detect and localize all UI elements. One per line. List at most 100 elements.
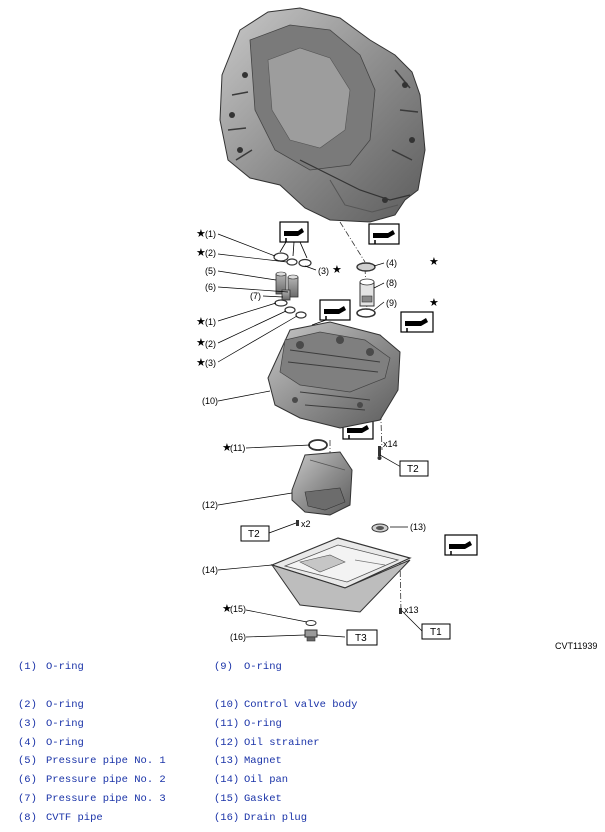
control-valve-body (267, 321, 401, 429)
torque-label: T2 (407, 464, 419, 475)
magnet (371, 523, 389, 533)
legend-part-name: Gasket (244, 793, 282, 805)
legend-part-name: Pressure pipe No. 1 (46, 755, 166, 767)
legend-item: (8) CVTF pipe (18, 812, 103, 824)
legend-number: (1) (18, 661, 37, 673)
legend-number: (3) (18, 718, 37, 730)
legend-part-name: Drain plug (244, 812, 308, 824)
legend-number: (8) (18, 812, 37, 824)
callout-1-upper: (1) (205, 229, 216, 239)
legend-item: (15) Gasket (214, 793, 282, 805)
legend-item: (5) Pressure pipe No. 1 (18, 755, 166, 767)
callout-1-lower: (1) (205, 317, 216, 327)
oil-pan-bolt (399, 608, 402, 614)
legend-number: (14) (214, 774, 240, 786)
pressure-pipes (275, 271, 299, 301)
callout-3-upper: (3) (318, 266, 329, 276)
torque-box-t2-upper: T2 (399, 460, 429, 477)
legend-item: (7)Pressure pipe No. 3 (18, 793, 166, 805)
callout-2-upper: (2) (205, 248, 216, 258)
legend-item: (11)O-ring (214, 718, 282, 730)
legend-number: (5) (18, 755, 37, 767)
legend-number: (16) (214, 812, 240, 824)
torque-box-t2-lower: T2 (240, 525, 270, 542)
torque-label: T2 (248, 529, 260, 540)
callout-3-lower: (3) (205, 358, 216, 368)
parts-legend: (1)O-ring(2)O-ring(3)O-ring(4)O-ring(5)P… (0, 655, 605, 832)
star-marker: ★ (222, 441, 232, 454)
apply-fluid-icon (319, 299, 351, 321)
star-marker: ★ (196, 227, 206, 240)
callout-5: (5) (205, 266, 216, 276)
torque-label: T3 (355, 633, 367, 644)
legend-number: (12) (214, 737, 240, 749)
legend-item: (13) Magnet (214, 755, 282, 767)
star-marker: ★ (429, 255, 439, 268)
legend-number: (11) (214, 718, 240, 730)
callout-9: (9) (386, 298, 397, 308)
star-marker: ★ (429, 296, 439, 309)
legend-item: (3) O-ring (18, 718, 84, 730)
star-marker: ★ (332, 263, 342, 276)
callout-2-lower: (2) (205, 339, 216, 349)
legend-part-name: O-ring (46, 661, 84, 673)
legend-number: (13) (214, 755, 240, 767)
callout-14: (14) (202, 565, 218, 575)
valve-body-bolt (377, 446, 382, 460)
callout-4: (4) (386, 258, 397, 268)
legend-item: (1) O-ring (18, 661, 84, 673)
transaxle-case (219, 7, 426, 223)
legend-part-name: O-ring (46, 737, 84, 749)
apply-fluid-icon (279, 221, 309, 243)
legend-number: (15) (214, 793, 240, 805)
callout-13: (13) (410, 522, 426, 532)
bolt-count-strainer: x2 (301, 519, 311, 529)
callout-11: (11) (230, 443, 245, 453)
star-marker: ★ (222, 602, 232, 615)
callout-12: (12) (202, 500, 218, 510)
o-ring-4 (356, 262, 376, 272)
legend-part-name: CVTF pipe (46, 812, 103, 824)
torque-box-t1: T1 (421, 623, 451, 640)
strainer-bolt (296, 520, 299, 526)
drain-plug (304, 629, 318, 642)
icon-pointer-arrows (279, 241, 327, 326)
cvtf-pipe (359, 278, 375, 307)
apply-fluid-icon (444, 534, 478, 556)
legend-item: (14)Oil pan (214, 774, 288, 786)
callout-16: (16) (230, 632, 246, 642)
apply-fluid-icon (400, 311, 434, 333)
legend-part-name: O-ring (46, 699, 84, 711)
star-marker: ★ (196, 315, 206, 328)
legend-part-name: Pressure pipe No. 3 (46, 793, 166, 805)
legend-item: (4)O-ring (18, 737, 84, 749)
legend-item: (9)O-ring (214, 661, 282, 673)
o-ring-set-lower (274, 299, 307, 319)
legend-number: (6) (18, 774, 37, 786)
legend-item: (6) Pressure pipe No. 2 (18, 774, 166, 786)
legend-item: (16) Drain plug (214, 812, 307, 824)
replace-part-stars: ★ ★ ★ ★ ★ ★ ★ ★ ★ ★ (196, 227, 439, 615)
torque-label: T1 (430, 627, 442, 638)
star-marker: ★ (196, 356, 206, 369)
legend-item: (2) O-ring (18, 699, 84, 711)
exploded-parts-diagram: ★ ★ ★ ★ ★ ★ ★ ★ ★ ★ (1) (2) (3) (4) (5) … (196, 7, 597, 651)
legend-item: (10)Control valve body (214, 699, 357, 711)
callout-labels: (1) (2) (3) (4) (5) (6) (7) (8) (9) (1) … (202, 229, 426, 642)
legend-number: (2) (18, 699, 37, 711)
legend-part-name: Magnet (244, 755, 282, 767)
bolt-count-valve-body: x14 (383, 439, 398, 449)
torque-box-t3: T3 (346, 629, 378, 646)
oil-pan (270, 537, 412, 613)
callout-10: (10) (202, 396, 218, 406)
legend-part-name: Oil strainer (244, 737, 320, 749)
callout-7: (7) (250, 291, 261, 301)
legend-part-name: Pressure pipe No. 2 (46, 774, 166, 786)
legend-part-name: O-ring (46, 718, 84, 730)
callout-8: (8) (386, 278, 397, 288)
star-marker: ★ (196, 336, 206, 349)
oil-strainer (291, 451, 353, 516)
leader-lines (217, 233, 423, 638)
apply-fluid-icon (368, 223, 400, 245)
callout-6: (6) (205, 282, 216, 292)
